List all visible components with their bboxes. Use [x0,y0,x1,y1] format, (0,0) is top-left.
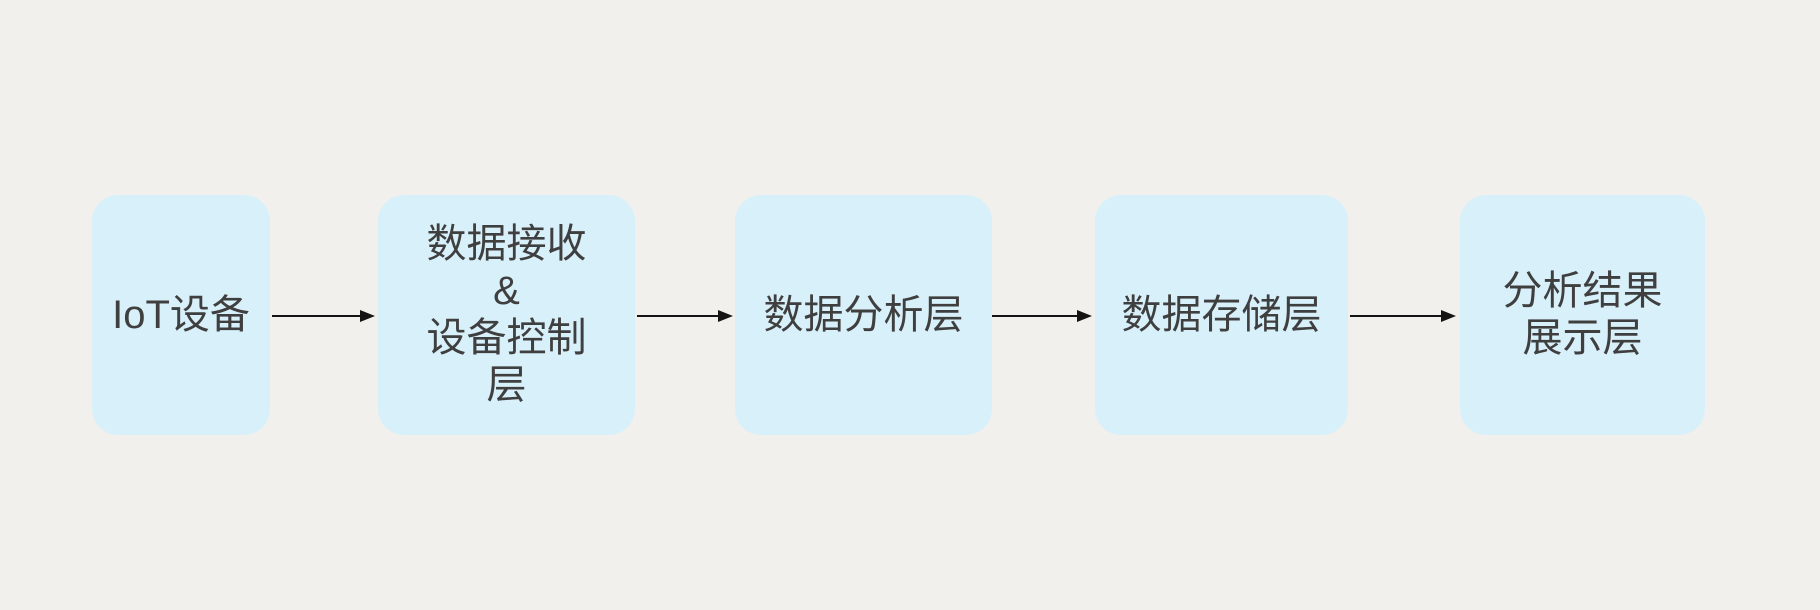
node-data-analysis-layer-label: 数据分析层 [763,292,964,337]
node-data-analysis-layer[interactable]: 数据分析层 [735,195,992,435]
arrow-head-icon [1077,310,1092,322]
connector-receive-control-to-analysis[interactable] [637,305,734,327]
connector-storage-to-display[interactable] [1350,305,1457,327]
node-analysis-result-display-layer-label: 分析结果 展示层 [1502,269,1663,360]
connector-iot-to-receive-control[interactable] [272,305,376,327]
node-data-receive-device-control-layer[interactable]: 数据接收 & 设备控制 层 [378,195,635,435]
arrow-head-icon [718,310,733,322]
node-iot-devices[interactable]: IoT设备 [92,195,270,435]
node-data-storage-layer-label: 数据存储层 [1121,292,1322,337]
arrow-head-icon [1441,310,1456,322]
arrow-head-icon [360,310,375,322]
node-analysis-result-display-layer[interactable]: 分析结果 展示层 [1460,195,1705,435]
connector-analysis-to-storage[interactable] [992,305,1093,327]
node-data-receive-device-control-layer-label: 数据接收 & 设备控制 层 [426,222,587,407]
node-data-storage-layer[interactable]: 数据存储层 [1095,195,1348,435]
node-iot-devices-label: IoT设备 [112,292,250,337]
